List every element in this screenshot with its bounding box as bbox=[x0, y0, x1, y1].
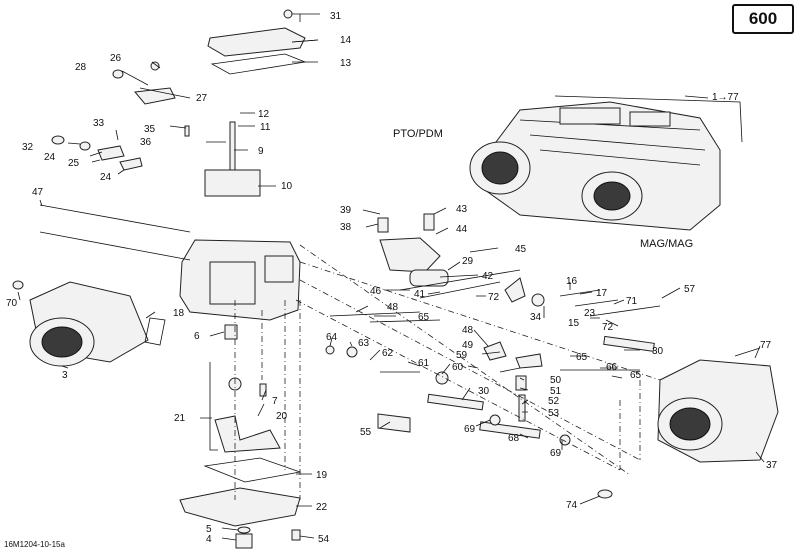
callout-33: 33 bbox=[93, 118, 105, 129]
callout-37: 37 bbox=[766, 460, 778, 471]
callout-65-left: 65 bbox=[418, 312, 430, 323]
callout-38: 38 bbox=[340, 222, 352, 233]
callout-71: 71 bbox=[626, 296, 638, 307]
callout-49: 49 bbox=[462, 340, 474, 351]
callout-46: 46 bbox=[370, 286, 382, 297]
callout-24-top: 24 bbox=[44, 152, 56, 163]
callout-55: 55 bbox=[360, 427, 372, 438]
callout-44: 44 bbox=[456, 224, 468, 235]
callout-62: 62 bbox=[382, 348, 394, 359]
top-cover-group bbox=[51, 9, 319, 197]
callout-10: 10 bbox=[281, 181, 293, 192]
callout-13: 13 bbox=[340, 58, 352, 69]
callout-59: 59 bbox=[456, 350, 468, 361]
callout-27: 27 bbox=[196, 93, 208, 104]
callout-32: 32 bbox=[22, 142, 34, 153]
callout-72-upper: 72 bbox=[488, 292, 500, 303]
callout-18: 18 bbox=[173, 308, 185, 319]
callout-69-right: 69 bbox=[550, 448, 562, 459]
engine-model-badge: 600 bbox=[732, 4, 794, 34]
float-bowl-group bbox=[179, 362, 302, 549]
callout-16: 16 bbox=[566, 276, 578, 287]
callout-53: 53 bbox=[548, 408, 560, 419]
callout-28: 28 bbox=[75, 62, 87, 73]
drawing-code: 16M1204-10-15a bbox=[4, 540, 65, 549]
callout-30-left: 30 bbox=[478, 386, 490, 397]
callout-1: 1→77 bbox=[712, 92, 739, 103]
callout-22: 22 bbox=[316, 502, 328, 513]
callout-36: 36 bbox=[140, 137, 152, 148]
callout-72-lower: 72 bbox=[602, 322, 614, 333]
callout-41: 41 bbox=[414, 289, 426, 300]
callout-48-lower: 48 bbox=[462, 325, 474, 336]
callout-5: 5 bbox=[206, 524, 212, 535]
callout-11: 11 bbox=[260, 122, 271, 133]
assembled-carburetor-view bbox=[469, 95, 743, 231]
callout-45: 45 bbox=[515, 244, 527, 255]
callout-12: 12 bbox=[258, 109, 270, 120]
callout-43: 43 bbox=[456, 204, 468, 215]
callout-68: 68 bbox=[508, 433, 520, 444]
callout-6: 6 bbox=[194, 331, 200, 342]
callout-23: 23 bbox=[584, 308, 596, 319]
callout-51: 51 bbox=[550, 386, 562, 397]
callout-7: 7 bbox=[272, 396, 278, 407]
callout-39: 39 bbox=[340, 205, 352, 216]
pto-view-label: PTO/PDM bbox=[393, 128, 443, 140]
callout-20: 20 bbox=[276, 411, 288, 422]
callout-65-middle: 65 bbox=[576, 352, 588, 363]
alignment-lines bbox=[234, 244, 661, 500]
callout-29: 29 bbox=[462, 256, 474, 267]
callout-48-upper: 48 bbox=[387, 302, 399, 313]
mag-view-label: MAG/MAG bbox=[640, 238, 693, 250]
callout-57: 57 bbox=[684, 284, 696, 295]
callout-34: 34 bbox=[530, 312, 542, 323]
callout-69-left: 69 bbox=[464, 424, 476, 435]
linkage-and-shafts bbox=[325, 213, 661, 499]
callout-4: 4 bbox=[206, 534, 212, 545]
second-carburetor-body bbox=[657, 347, 779, 463]
callout-74: 74 bbox=[566, 500, 578, 511]
callout-24-bottom: 24 bbox=[100, 172, 112, 183]
callout-15: 15 bbox=[568, 318, 580, 329]
callout-63: 63 bbox=[358, 338, 370, 349]
callout-9: 9 bbox=[258, 146, 264, 157]
carburetor-body bbox=[12, 204, 301, 367]
callout-64: 64 bbox=[326, 332, 338, 343]
leader-lines bbox=[17, 13, 765, 541]
callout-19: 19 bbox=[316, 470, 328, 481]
callout-52: 52 bbox=[548, 396, 560, 407]
callout-30-right: 30 bbox=[652, 346, 664, 357]
callout-21: 21 bbox=[174, 413, 186, 424]
callout-35: 35 bbox=[144, 124, 156, 135]
callout-60: 60 bbox=[452, 362, 464, 373]
callout-54: 54 bbox=[318, 534, 330, 545]
callout-14: 14 bbox=[340, 35, 352, 46]
callout-42: 42 bbox=[482, 271, 494, 282]
callout-70: 70 bbox=[6, 298, 18, 309]
callout-50: 50 bbox=[550, 375, 562, 386]
callout-26: 26 bbox=[110, 53, 122, 64]
callout-61: 61 bbox=[418, 358, 430, 369]
callout-65-right: 65 bbox=[630, 370, 642, 381]
callout-31: 31 bbox=[330, 11, 342, 22]
callout-3: 3 bbox=[62, 370, 68, 381]
callout-77: 77 bbox=[760, 340, 772, 351]
callout-47: 47 bbox=[32, 187, 44, 198]
callout-labels: 1→77 31 14 13 26 28 27 33 35 12 11 36 9 … bbox=[6, 11, 778, 545]
callout-66: 66 bbox=[606, 362, 618, 373]
callout-25: 25 bbox=[68, 158, 80, 169]
callout-17: 17 bbox=[596, 288, 608, 299]
